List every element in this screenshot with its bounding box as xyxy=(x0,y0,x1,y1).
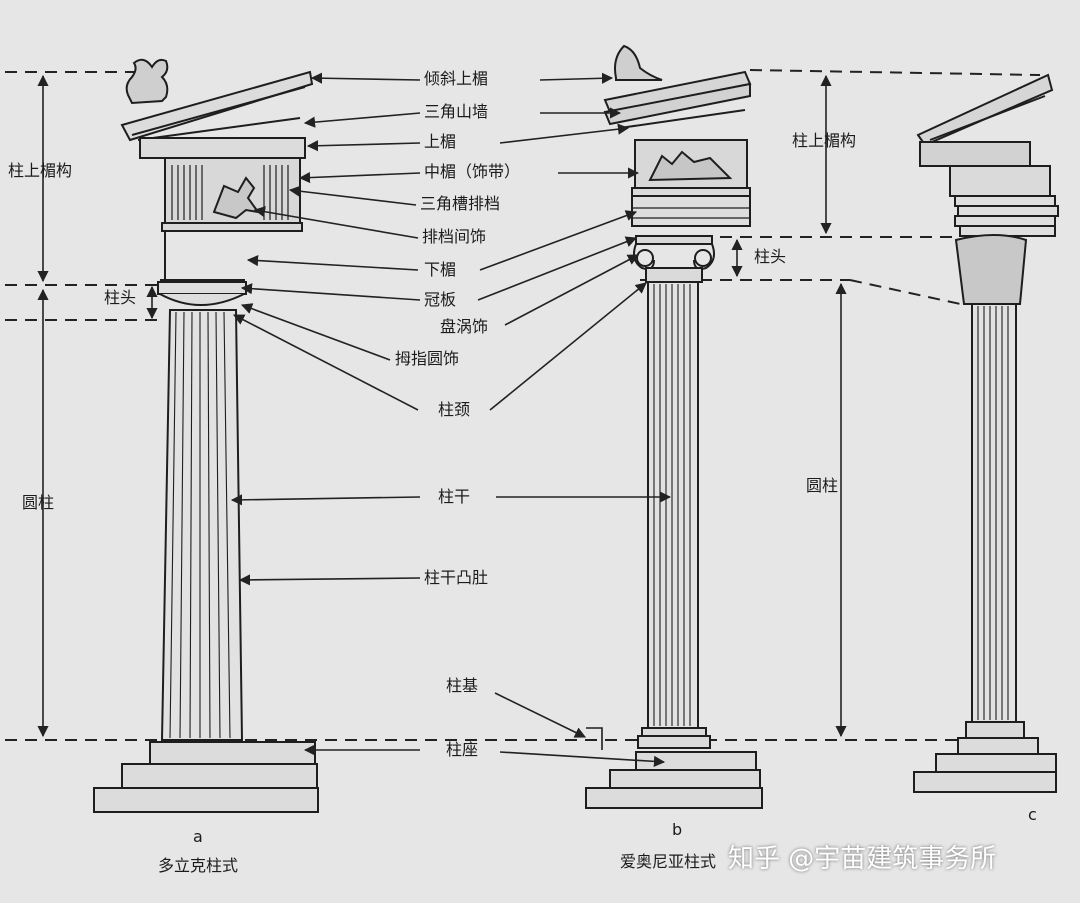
label-entablature-left: 柱上楣构 xyxy=(8,161,73,180)
label-raking-cornice: 倾斜上楣 xyxy=(424,69,489,88)
label-volute: 盘涡饰 xyxy=(440,317,489,336)
metope-relief xyxy=(212,176,261,220)
caption-a-letter: a xyxy=(193,827,203,846)
watermark: 知乎 @宇苗建筑事务所 xyxy=(728,844,997,874)
label-capital-left: 柱头 xyxy=(104,288,137,307)
caption-doric: 多立克柱式 xyxy=(158,856,239,875)
label-shaft: 柱干 xyxy=(438,487,471,506)
label-cornice: 上楣 xyxy=(424,132,457,151)
label-base: 柱基 xyxy=(446,676,479,695)
acanthus-capital xyxy=(954,234,1028,305)
dimension-lines-left xyxy=(37,74,158,738)
label-triglyph: 三角槽排档 xyxy=(420,194,501,213)
corinthian-column xyxy=(913,73,1059,793)
label-necking: 柱颈 xyxy=(438,400,471,419)
ionic-acroterion xyxy=(614,44,663,81)
label-metope: 排档间饰 xyxy=(422,227,487,246)
caption-b-letter: b xyxy=(672,820,683,839)
caption-ionic: 爱奥尼亚柱式 xyxy=(620,852,717,871)
label-entasis: 柱干凸肚 xyxy=(424,568,489,587)
label-capital-right: 柱头 xyxy=(754,247,787,266)
label-echinus: 拇指圆饰 xyxy=(395,349,460,368)
label-stylobate: 柱座 xyxy=(446,740,479,759)
frieze-relief xyxy=(648,150,733,182)
dashed-reference-lines xyxy=(5,69,1041,741)
label-frieze: 中楣（饰带） xyxy=(424,162,521,181)
label-abacus: 冠板 xyxy=(424,290,457,309)
doric-column xyxy=(93,58,319,813)
caption-c-letter: c xyxy=(1028,805,1037,824)
label-column-right: 圆柱 xyxy=(806,476,839,495)
ionic-column xyxy=(585,44,763,809)
acroterion-sculpture xyxy=(125,58,169,105)
label-column-left: 圆柱 xyxy=(22,493,55,512)
label-pediment: 三角山墙 xyxy=(424,102,489,121)
label-architrave: 下楣 xyxy=(424,260,457,279)
dimension-lines-right xyxy=(731,74,847,738)
leader-lines xyxy=(230,72,672,767)
label-entablature-right: 柱上楣构 xyxy=(792,131,857,150)
